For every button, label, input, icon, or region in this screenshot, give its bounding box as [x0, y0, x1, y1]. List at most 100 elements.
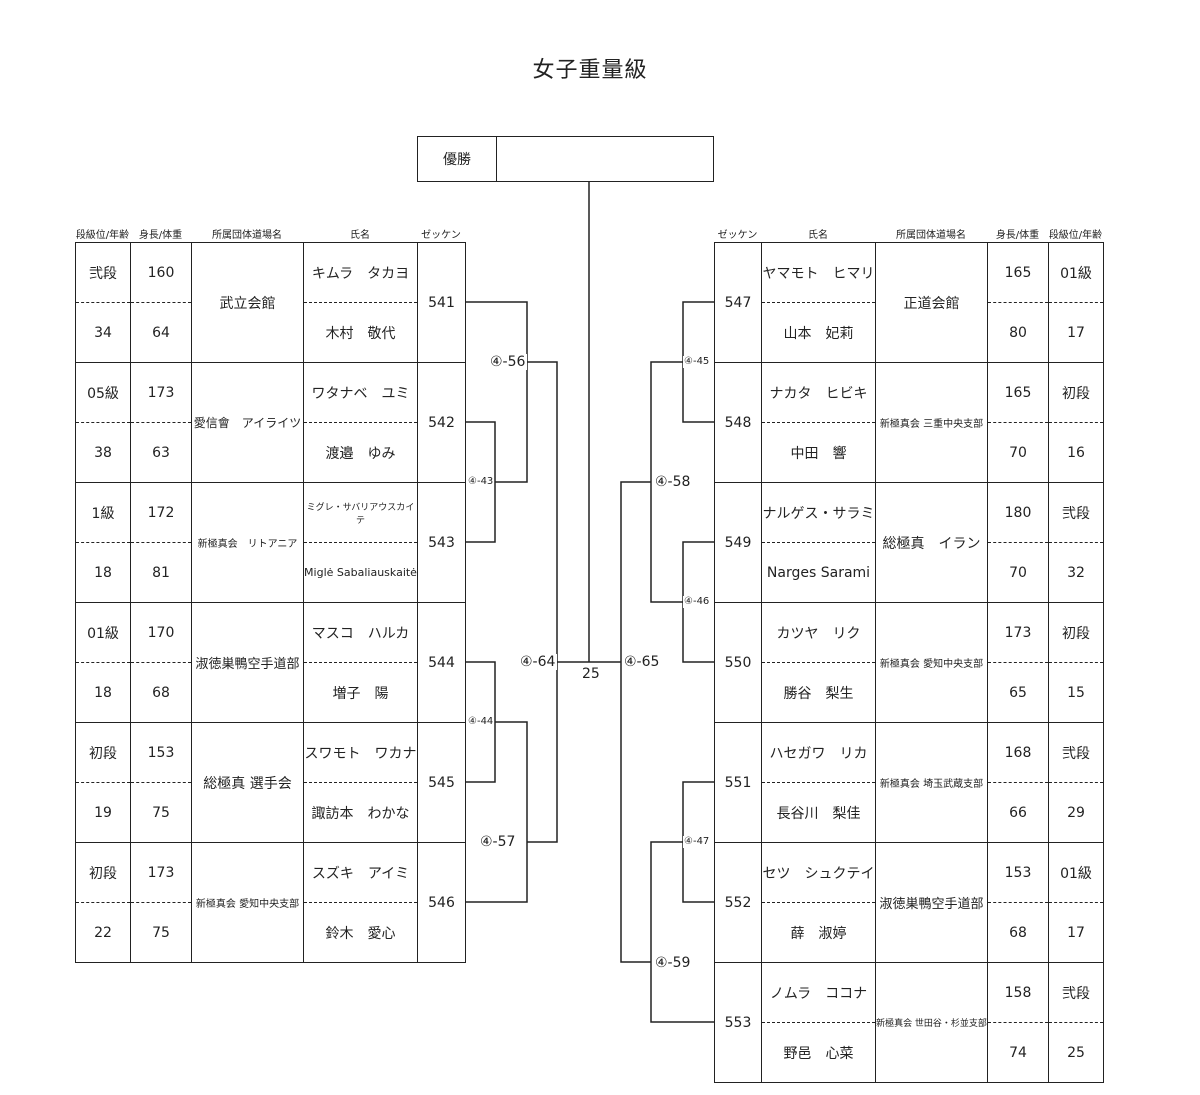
weight-cell: 81	[130, 542, 192, 603]
table-row: 初段 153 総極真 選手会 スワモト ワカナ 545	[75, 722, 466, 843]
table-row: 38 63 渡邉 ゆみ	[75, 422, 466, 483]
bib-cell: 543	[417, 482, 466, 603]
header-name-left: 氏名	[350, 230, 370, 241]
name-kanji-cell: 薛 淑婷	[761, 902, 876, 963]
header-rank-age-left: 段級位/年齢	[75, 230, 130, 241]
header-bib-left: ゼッケン	[421, 230, 461, 241]
name-kanji-cell: 増子 陽	[303, 662, 418, 723]
table-row: 18 81 Miglė Sabaliauskaitė	[75, 542, 466, 603]
bib-cell: 552	[714, 842, 762, 963]
height-cell: 168	[987, 722, 1049, 783]
match-label-m46: ④-46	[683, 596, 711, 608]
table-row: 野邑 心菜 74 25	[715, 1022, 1104, 1083]
height-cell: 158	[987, 962, 1049, 1023]
rank-cell: 01級	[75, 602, 131, 663]
name-kanji-cell: 鈴木 愛心	[303, 902, 418, 963]
age-cell: 38	[75, 422, 131, 483]
bib-cell: 545	[417, 722, 466, 843]
table-row: 547 ヤマモト ヒマリ 正道会館 165 01級	[714, 242, 1104, 363]
name-kanji-cell: 中田 響	[761, 422, 876, 483]
bib-cell: 547	[714, 242, 762, 363]
match-label-m57: ④-57	[478, 834, 518, 850]
name-kanji-cell: Miglė Sabaliauskaitė	[303, 542, 418, 603]
table-row: 552 セツ シュクテイ 淑徳巣鴨空手道部 153 01級	[714, 842, 1104, 963]
bracket-line-m59	[650, 841, 714, 1023]
bib-cell: 546	[417, 842, 466, 963]
name-kana-cell: ナカタ ヒビキ	[761, 362, 876, 423]
table-row: 弐段 160 武立会館 キムラ タカヨ 541	[75, 242, 466, 363]
name-kana-cell: カツヤ リク	[761, 602, 876, 663]
header-affiliation-left: 所属団体道場名	[212, 230, 282, 241]
table-row: 553 ノムラ ココナ 新極真会 世田谷・杉並支部 158 弐段	[714, 962, 1104, 1083]
height-cell: 170	[130, 602, 192, 663]
rank-cell: 1級	[75, 482, 131, 543]
bracket-line-m56	[465, 301, 528, 483]
match-label-m56: ④-56	[488, 354, 528, 370]
rank-cell: 弐段	[1048, 482, 1104, 543]
table-row: 01級 170 淑徳巣鴨空手道部 マスコ ハルカ 544	[75, 602, 466, 723]
match-label-m58: ④-58	[653, 474, 693, 490]
height-cell: 153	[130, 722, 192, 783]
bib-cell: 542	[417, 362, 466, 483]
match-label-m44: ④-44	[467, 716, 495, 728]
height-cell: 180	[987, 482, 1049, 543]
match-label-m59: ④-59	[653, 955, 693, 971]
bib-cell: 551	[714, 722, 762, 843]
name-kana-cell: ノムラ ココナ	[761, 962, 876, 1023]
bracket-line-m64	[527, 361, 558, 843]
weight-cell: 66	[987, 782, 1049, 843]
header-affiliation-right: 所属団体道場名	[896, 230, 966, 241]
age-cell: 25	[1048, 1022, 1104, 1083]
header-height-weight-right: 身長/体重	[995, 230, 1040, 241]
table-row: 初段 173 新極真会 愛知中央支部 スズキ アイミ 546	[75, 842, 466, 963]
match-label-m45: ④-45	[683, 356, 711, 368]
page-title: 女子重量級	[532, 58, 648, 83]
rank-cell: 01級	[1048, 842, 1104, 903]
name-kana-cell: セツ シュクテイ	[761, 842, 876, 903]
affiliation-cell: 総極真 選手会	[191, 722, 304, 843]
age-cell: 22	[75, 902, 131, 963]
header-name-right: 氏名	[808, 230, 828, 241]
table-row: 18 68 増子 陽	[75, 662, 466, 723]
name-kanji-cell: 木村 敬代	[303, 302, 418, 363]
name-kana-cell: ヤマモト ヒマリ	[761, 242, 876, 303]
bib-cell: 544	[417, 602, 466, 723]
weight-cell: 64	[130, 302, 192, 363]
age-cell: 34	[75, 302, 131, 363]
name-kana-cell: スワモト ワカナ	[303, 722, 418, 783]
affiliation-cell: 新極真会 リトアニア	[191, 482, 304, 603]
age-cell: 15	[1048, 662, 1104, 723]
bracket-line-m65	[620, 481, 651, 963]
table-row: 05級 173 愛信會 アイライツ ワタナベ ユミ 542	[75, 362, 466, 483]
weight-cell: 75	[130, 782, 192, 843]
name-kanji-cell: Narges Sarami	[761, 542, 876, 603]
height-cell: 172	[130, 482, 192, 543]
match-label-final: 25	[580, 666, 602, 682]
weight-cell: 70	[987, 422, 1049, 483]
table-row: 549 ナルゲス・サラミ 総極真 イラン 180 弐段	[714, 482, 1104, 603]
match-label-m65: ④-65	[622, 654, 662, 670]
name-kana-cell: ワタナベ ユミ	[303, 362, 418, 423]
affiliation-cell: 総極真 イラン	[875, 482, 988, 603]
affiliation-cell: 淑徳巣鴨空手道部	[875, 842, 988, 963]
winner-box: 優勝	[417, 136, 714, 182]
table-row: 薛 淑婷 68 17	[715, 902, 1104, 963]
table-row: 勝谷 梨生 65 15	[715, 662, 1104, 723]
height-cell: 165	[987, 362, 1049, 423]
affiliation-cell: 新極真会 愛知中央支部	[875, 602, 988, 723]
header-height-weight-left: 身長/体重	[138, 230, 183, 241]
weight-cell: 75	[130, 902, 192, 963]
rank-cell: 弐段	[1048, 962, 1104, 1023]
height-cell: 173	[987, 602, 1049, 663]
name-kana-cell: キムラ タカヨ	[303, 242, 418, 303]
table-row: 長谷川 梨佳 66 29	[715, 782, 1104, 843]
header-bib-right: ゼッケン	[717, 230, 758, 241]
match-label-m47: ④-47	[683, 836, 711, 848]
name-kana-cell: スズキ アイミ	[303, 842, 418, 903]
bib-cell: 550	[714, 602, 762, 723]
age-cell: 17	[1048, 302, 1104, 363]
rank-cell: 05級	[75, 362, 131, 423]
table-row: 34 64 木村 敬代	[75, 302, 466, 363]
rank-cell: 初段	[1048, 602, 1104, 663]
